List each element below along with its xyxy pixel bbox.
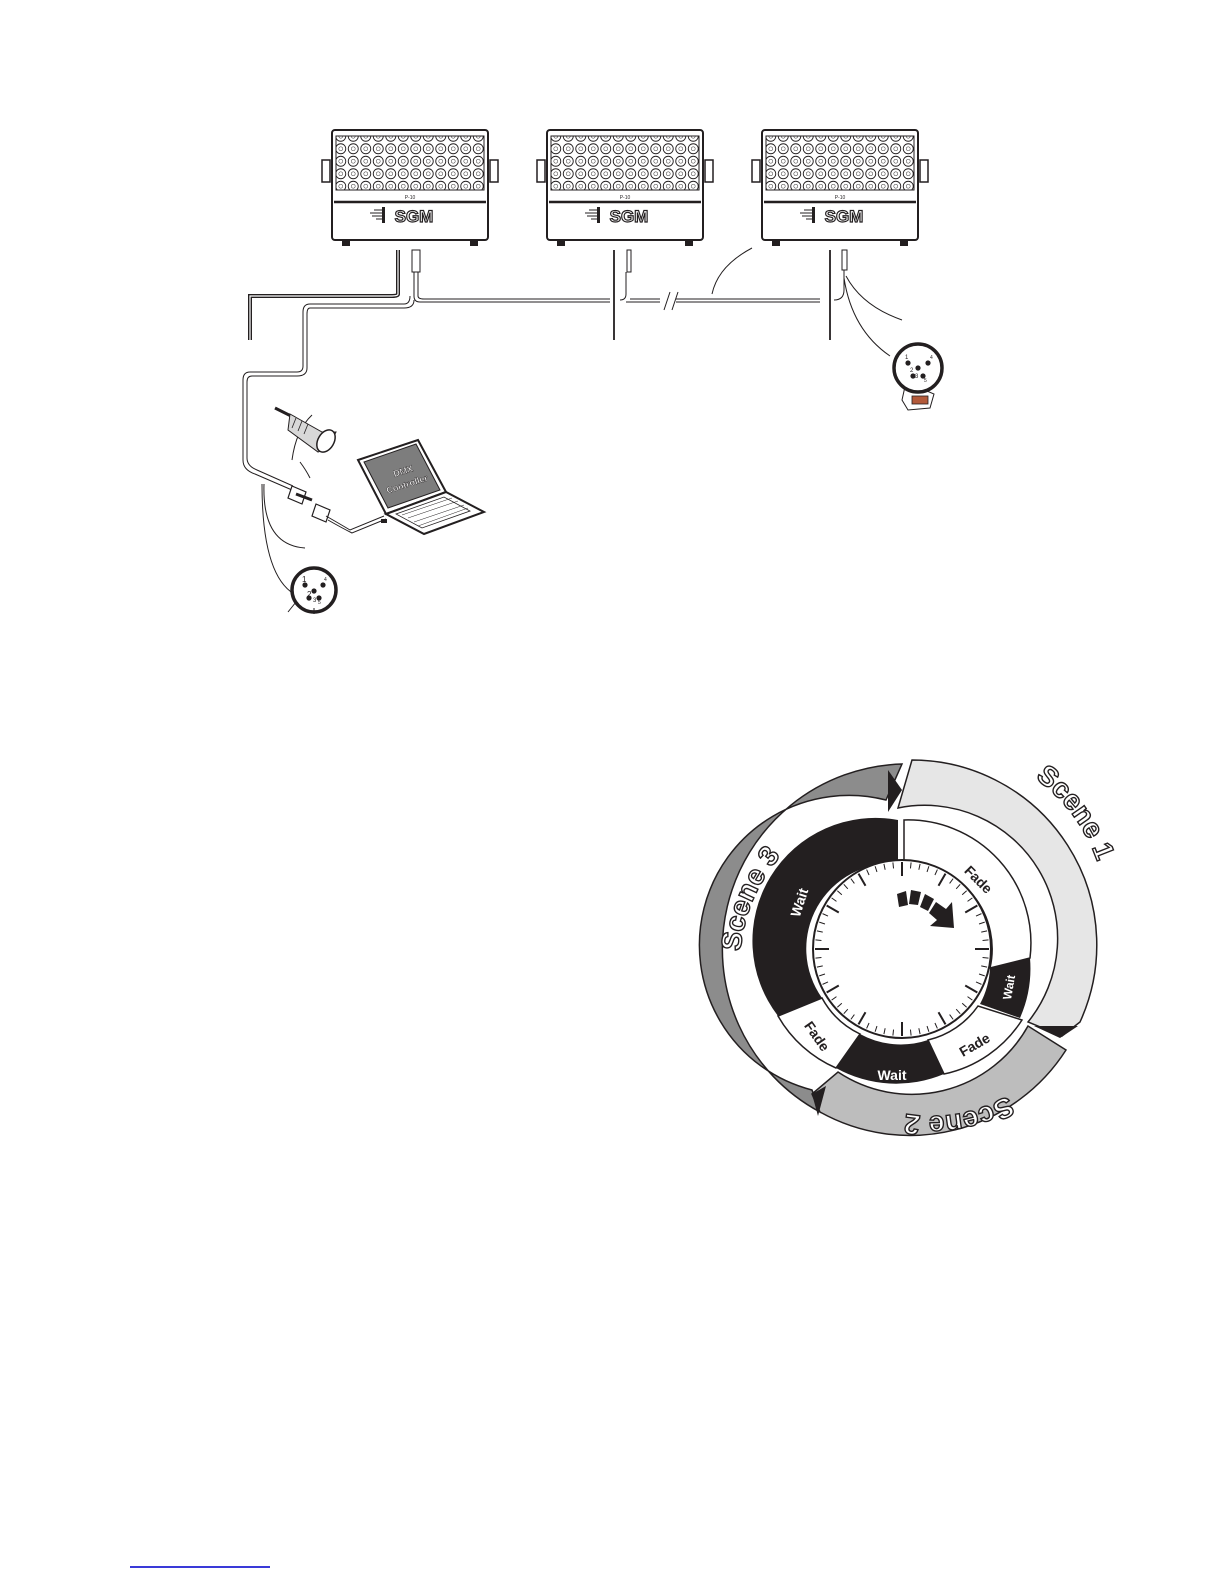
clock-minor-tick [893,862,894,868]
fixture-2: P-10 SGM [537,130,713,246]
clock-minor-tick [910,1030,911,1036]
scene-cycle-wheel: Fade Wait Fade Wait Fade Wait Scene 1 Sc… [699,759,1120,1142]
pin-4-label: 4 [324,577,327,583]
pin-2-label: 2 [307,590,312,599]
fixture-model-label: P-10 [620,195,631,201]
dmx-wiring-diagram: P-10 SGM P-10 [243,130,942,614]
clock-minor-tick [910,862,911,868]
clock-face [813,860,991,1038]
power-cable [250,250,398,340]
scene-2-wait-label: Wait [877,1067,906,1083]
fixture-model-label: P-10 [405,195,416,201]
pin-1-label: 1 [302,575,307,584]
footer-link-underline[interactable] [130,1566,270,1568]
fixture-brand-label: SGM [395,207,434,226]
clock-minor-tick [983,957,989,958]
fixture-model-label: P-10 [835,195,846,201]
fixture-brand-label: SGM [610,207,649,226]
dmx-controller-laptop: DMX Controller [358,440,484,534]
pin-5-label: 5 [318,600,321,606]
fixture-brand-label: SGM [825,207,864,226]
clock-minor-tick [983,940,989,941]
cable-break-mark [664,292,670,310]
clock-minor-tick [815,957,821,958]
xlr-pinout-connector: 1 2 3 4 5 [288,568,336,614]
xlr-male-plug [275,408,339,455]
pin-4-label: 4 [930,355,933,361]
dmx-cable [243,252,820,490]
xlr-terminator-connector: 1 2 3 4 5 [894,344,942,410]
xlr-inline-coupler [288,486,386,533]
callout-lines [262,248,902,596]
clock-minor-tick [893,1030,894,1036]
fixture-3: P-10 SGM [752,130,928,246]
fixture-1: P-10 SGM [322,130,498,246]
pin-5-label: 5 [924,378,927,384]
clock-minor-tick [815,940,821,941]
